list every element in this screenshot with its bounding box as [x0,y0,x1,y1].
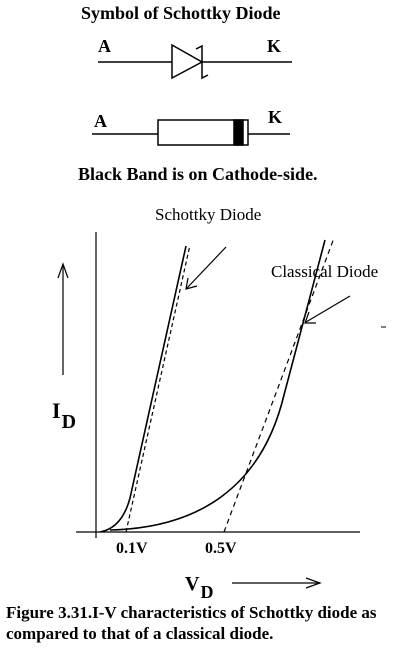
axes [57,232,360,589]
schottky-curve-label: Schottky Diode [155,205,262,224]
symbol-cathode-label: K [267,36,282,56]
y-axis-subscript: D [61,411,77,433]
diode-package [92,119,290,146]
cathode-note: Black Band is on Cathode-side. [78,164,318,184]
classical-pointer [305,295,351,323]
schottky-tangent [125,244,191,533]
x-arrow-head [305,577,322,589]
package-cathode-label: K [268,107,283,127]
x-axis-subscript: D [200,582,214,602]
x-axis-symbol: V [185,573,200,595]
schottky-symbol [98,43,292,80]
classical-pointer-head [304,311,316,324]
classical-curve-label: Classical Diode [271,262,379,281]
cathode-band [233,119,244,146]
tick-label: 0.1V [116,540,148,557]
schottky-pointer [186,246,227,289]
x-axis-label: VD [185,573,213,601]
schottky-curve-group [99,244,227,533]
symbol-anode-label: A [98,36,111,56]
package-anode-label: A [94,111,107,131]
classical-tangent [223,237,335,533]
diode-triangle [171,43,204,80]
y-arrow-head [57,262,69,279]
package-body [157,119,249,146]
classical-curve [109,239,326,531]
schottky-pointer-head [185,277,198,290]
schottky-curve [99,245,187,533]
y-axis-symbol: I [52,398,61,423]
tick-label: 0.5V [205,540,237,557]
diagram-title: Symbol of Schottky Diode [81,3,281,23]
figure-caption: Figure 3.31.I-V characteristics of Schot… [6,603,377,643]
y-axis-label: ID [52,398,76,433]
classical-curve-group [109,237,351,533]
